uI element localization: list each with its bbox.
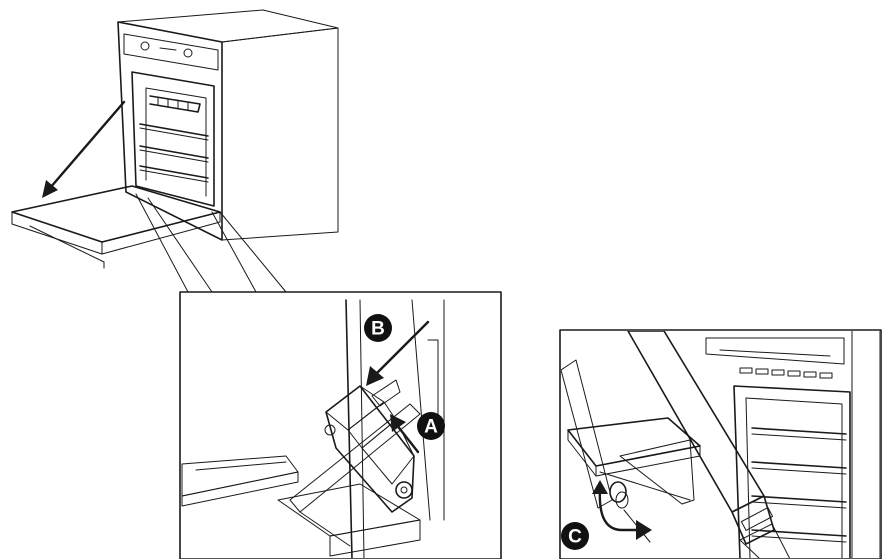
small-hose — [561, 359, 613, 509]
grill-element — [149, 95, 201, 113]
door-removal-arrow — [42, 100, 126, 198]
oven-side-panel — [221, 27, 339, 241]
label-b-text: B — [371, 319, 385, 340]
label-c: C — [561, 522, 589, 550]
label-a-text: A — [424, 417, 438, 438]
door-lever — [567, 417, 701, 505]
control-knob-right — [183, 48, 193, 58]
oven-cavity-frame — [733, 385, 851, 558]
arrow-c — [592, 480, 652, 540]
oven-overview — [11, 9, 339, 293]
oven-shelves — [139, 123, 209, 183]
hinge-body — [325, 385, 415, 513]
hinge-lever — [371, 379, 401, 407]
shelf-runners — [751, 427, 847, 543]
oven-cavity — [131, 71, 215, 207]
vent-slots — [739, 367, 833, 379]
arrow-a — [390, 414, 420, 454]
oven-side-wall — [851, 331, 880, 558]
control-knob-left — [140, 41, 150, 51]
oven-control-panel — [123, 33, 219, 71]
oven-top — [117, 9, 339, 43]
hinge-detail-panel: B A — [179, 291, 502, 559]
cleaning-hose — [627, 331, 791, 558]
arrow-b — [366, 320, 430, 386]
hinge-bracket — [289, 403, 421, 513]
zoom-guide-line — [147, 197, 213, 293]
oven-front — [117, 21, 223, 241]
zoom-guide-line — [211, 211, 257, 293]
zoom-guide-line — [219, 211, 287, 293]
label-a: A — [417, 412, 445, 440]
label-b: B — [364, 314, 392, 342]
label-c-text: C — [568, 527, 582, 548]
cleaning-detail-panel: C — [559, 329, 882, 559]
removed-oven-door — [11, 185, 221, 269]
hinge-pivot — [395, 481, 413, 499]
zoom-guide-line — [135, 193, 189, 293]
